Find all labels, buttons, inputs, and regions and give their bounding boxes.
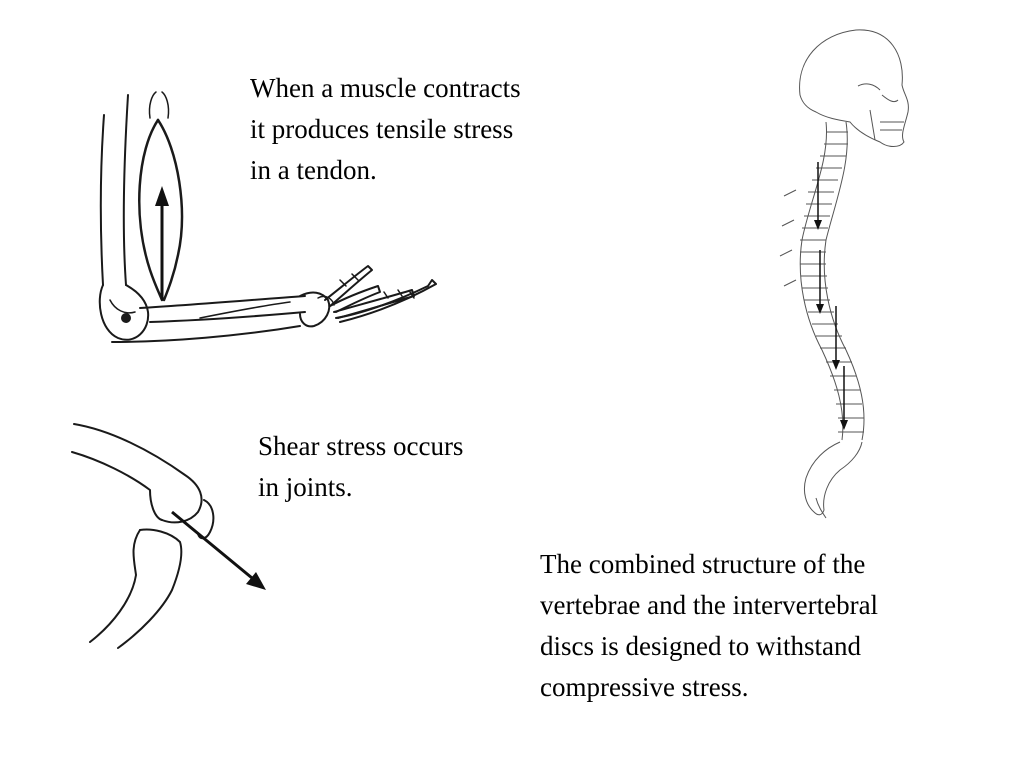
compressive-stress-caption: The combined structure of the vertebrae … xyxy=(540,544,878,708)
caption-line: compressive stress. xyxy=(540,672,749,702)
caption-line: vertebrae and the intervertebral xyxy=(540,590,879,620)
caption-line: it produces tensile stress xyxy=(250,114,514,144)
caption-line: The combined structure of the xyxy=(540,549,866,579)
caption-line: discs is designed to withstand xyxy=(540,631,861,661)
caption-line: in joints. xyxy=(258,472,353,502)
caption-line: When a muscle contracts xyxy=(250,73,521,103)
shear-stress-caption: Shear stress occurs in joints. xyxy=(258,426,463,508)
caption-line: Shear stress occurs xyxy=(258,431,464,461)
tensile-stress-caption: When a muscle contracts it produces tens… xyxy=(250,68,521,191)
caption-line: in a tendon. xyxy=(250,155,377,185)
